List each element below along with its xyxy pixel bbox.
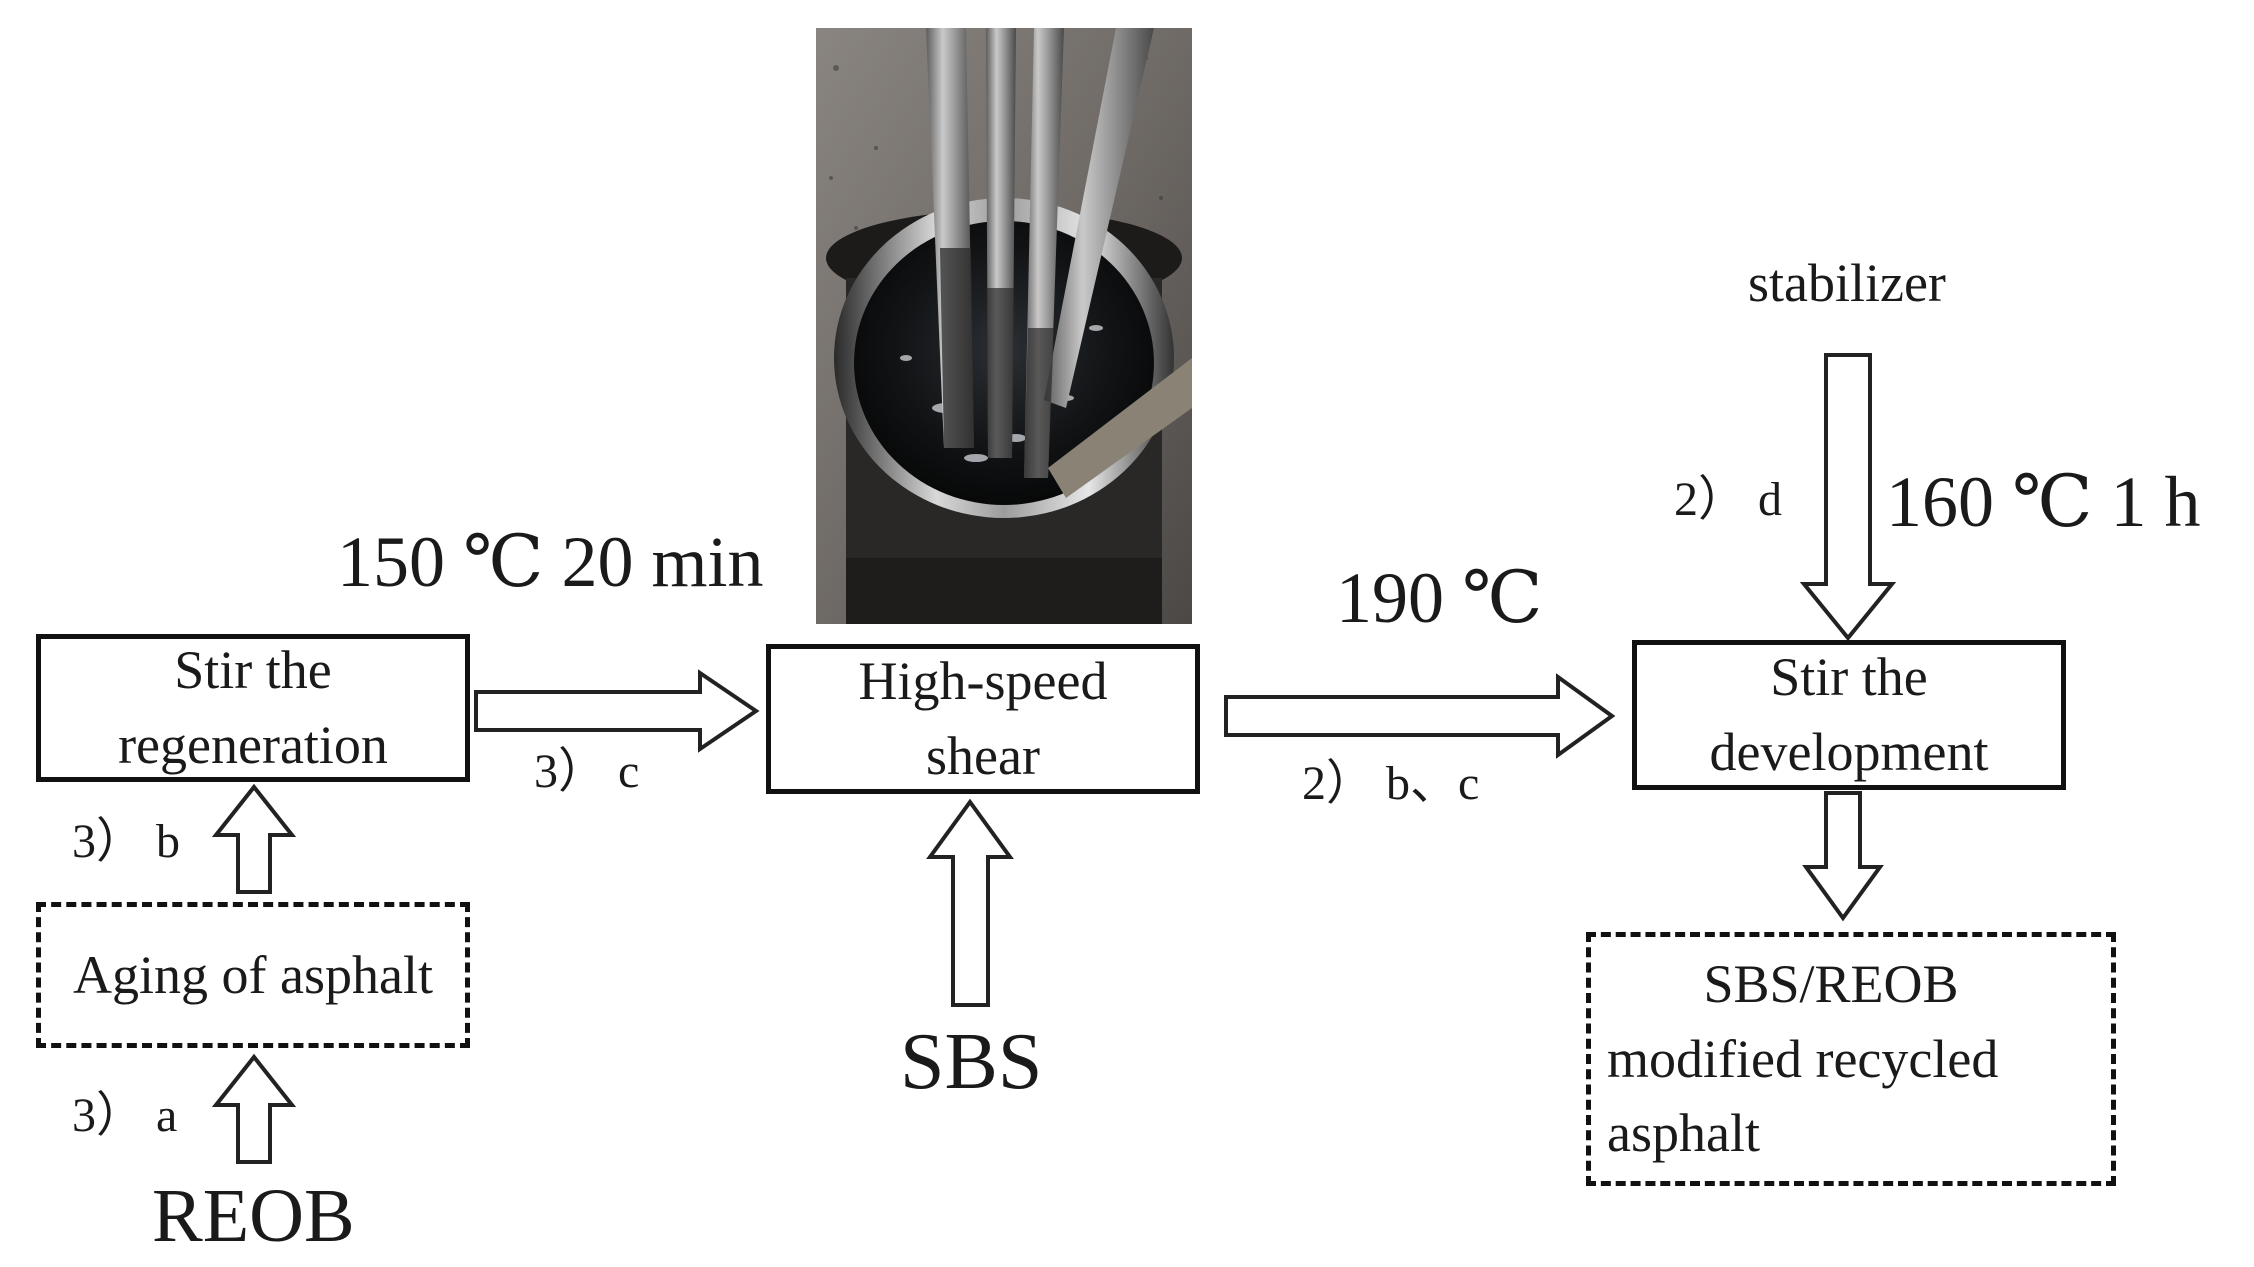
arrow-shear-to-development [1224,673,1616,759]
sbs-label: SBS [900,1018,1043,1106]
box-product-line1: SBS/REOB [1703,954,1959,1015]
arrow-reob-to-aging [211,1053,297,1164]
step-label-3b: 3） b [72,815,181,868]
box-high-speed-shear-line2: shear [926,726,1040,786]
condition-150c-20min: 150 ℃ 20 min [337,522,764,602]
box-stir-development-line1: Stir the [1770,647,1928,708]
box-stir-regeneration: Stir the regeneration [36,634,470,782]
box-product-line3: asphalt [1607,1103,1760,1164]
shear-mixer-photo [816,28,1192,624]
arrow-aging-to-regeneration [211,783,297,894]
step-label-2d: 2） d [1674,473,1783,526]
box-product-line2: modified recycled [1607,1028,1999,1089]
box-modified-recycled-asphalt: SBS/REOB modified recycled asphalt [1586,932,2116,1186]
box-aging-asphalt-text: Aging of asphalt [73,944,433,1005]
box-aging-asphalt: Aging of asphalt [36,902,470,1048]
box-stir-regeneration-line2: regeneration [118,715,388,775]
box-high-speed-shear-line1: High-speed [858,651,1108,712]
step-label-2bc: 2） b、c [1302,757,1480,810]
arrow-development-to-product [1802,791,1884,922]
box-stir-development-line2: development [1709,722,1989,782]
arrow-stabilizer-to-development [1799,353,1897,642]
box-high-speed-shear: High-speed shear [766,644,1200,794]
step-label-3a: 3） a [72,1089,178,1142]
condition-190c: 190 ℃ [1336,558,1543,638]
stabilizer-label: stabilizer [1748,253,1946,313]
step-label-3c: 3） c [534,745,640,798]
arrow-regeneration-to-shear [474,669,760,753]
box-stir-development: Stir the development [1632,640,2066,790]
reob-label: REOB [152,1174,355,1258]
condition-160c-1h: 160 ℃ 1 h [1886,462,2201,542]
box-stir-regeneration-line1: Stir the [174,640,332,701]
arrow-sbs-to-shear [926,798,1014,1007]
